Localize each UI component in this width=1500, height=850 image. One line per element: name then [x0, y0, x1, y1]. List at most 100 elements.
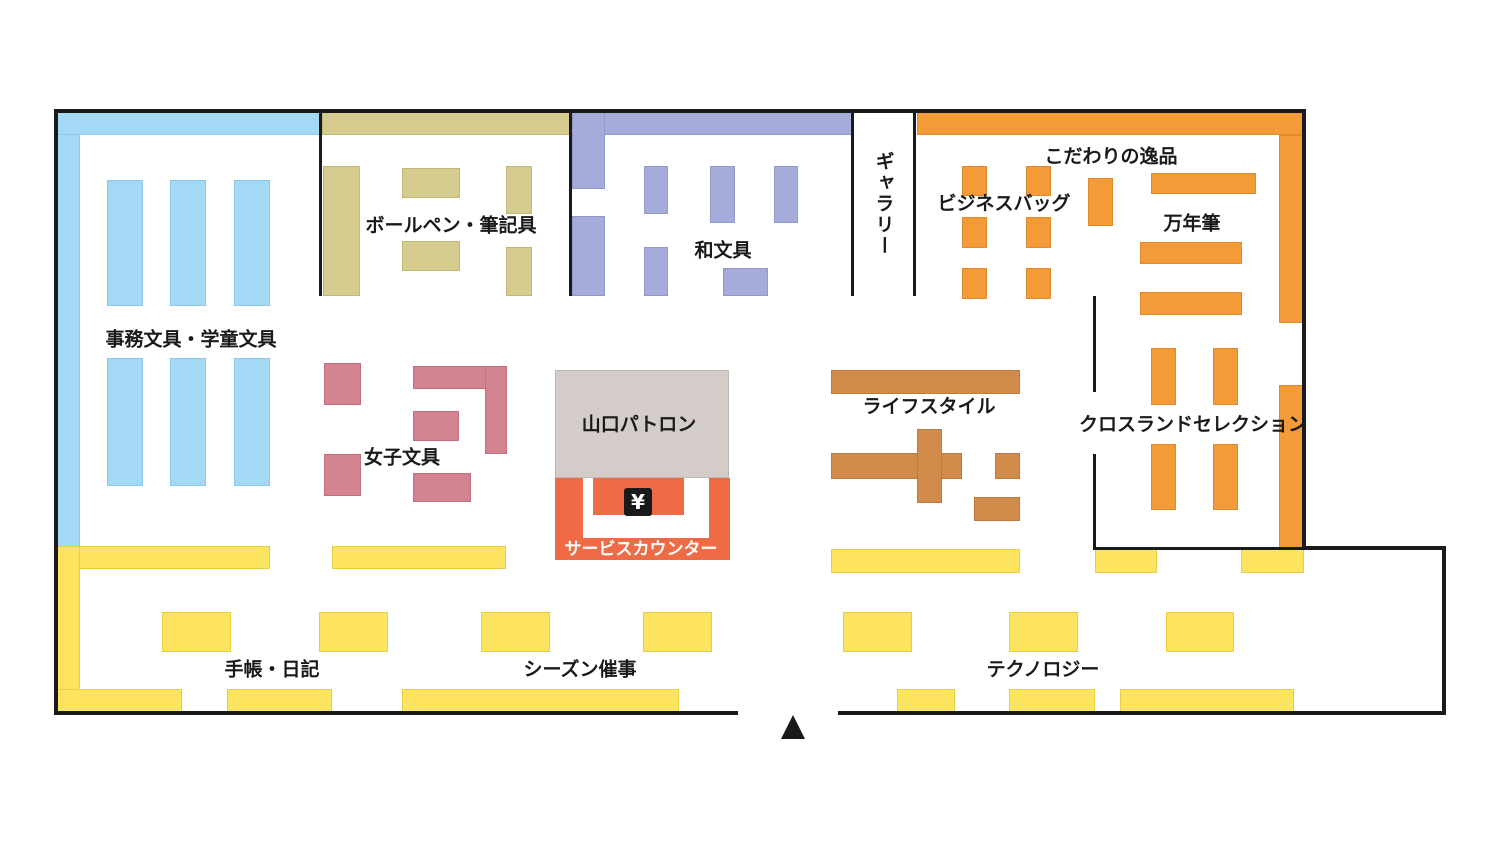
office-shelf	[234, 358, 270, 486]
bag-shelf	[962, 268, 987, 299]
yen-icon: ¥	[624, 488, 652, 516]
season-table	[643, 612, 712, 652]
outer-wall-left	[54, 109, 58, 715]
area-label-ballpoint: ボールペン・筆記具	[365, 214, 537, 237]
yellow-wall-shelf-bottom	[227, 689, 332, 712]
partition	[1093, 296, 1096, 392]
japanese-shelf	[644, 247, 668, 296]
girls-shelf	[324, 363, 361, 405]
area-label-planner: 手帳・日記	[224, 658, 320, 681]
outer-wall-right-upper	[1302, 109, 1306, 550]
japanese-wall-shelf-top	[572, 112, 852, 135]
area-label-technology: テクノロジー	[986, 658, 1100, 681]
office-shelf	[170, 358, 206, 486]
yellow-wall-shelf-left	[57, 546, 80, 712]
office-shelf	[170, 180, 206, 306]
yellow-shelf	[332, 546, 506, 569]
lifestyle-shelf	[917, 429, 942, 503]
service-counter-front	[555, 538, 730, 560]
area-label-service-counter: サービスカウンター	[564, 539, 718, 560]
season-table	[481, 612, 550, 652]
partition	[319, 113, 322, 296]
area-label-crossland: クロスランドセレクション	[1078, 413, 1308, 436]
premium-shelf	[1088, 178, 1113, 226]
area-label-lifestyle: ライフスタイル	[862, 395, 996, 418]
bag-shelf	[1026, 217, 1051, 248]
entrance-arrow-icon	[781, 715, 805, 739]
yellow-wall-shelf-bottom	[1120, 689, 1294, 712]
area-label-business-bag: ビジネスバッグ	[937, 192, 1071, 215]
area-label-girls: 女子文具	[363, 446, 441, 469]
partition	[1093, 454, 1096, 550]
area-label-japanese: 和文具	[694, 239, 752, 262]
office-wall-shelf-left	[57, 112, 80, 547]
lifestyle-shelf	[995, 453, 1020, 479]
office-shelf	[107, 358, 143, 486]
partition	[851, 113, 854, 296]
pen-wall-shelf-top	[322, 112, 570, 135]
girls-shelf	[413, 411, 459, 441]
bag-shelf	[1026, 268, 1051, 299]
office-wall-shelf-top	[57, 112, 320, 135]
girls-shelf	[324, 454, 361, 496]
partition	[1093, 547, 1303, 550]
yellow-shelf	[1241, 549, 1304, 573]
yellow-shelf	[1095, 549, 1157, 573]
pen-shelf	[506, 166, 532, 214]
tech-table	[1166, 612, 1234, 652]
office-shelf	[234, 180, 270, 306]
outer-wall-bottom-right	[838, 711, 1446, 715]
yellow-shelf	[57, 546, 270, 569]
crossland-shelf	[1213, 444, 1238, 510]
yellow-wall-shelf-bottom	[897, 689, 955, 712]
premium-wall-shelf-right	[1279, 385, 1303, 550]
girls-shelf	[485, 366, 507, 454]
japanese-shelf	[710, 166, 735, 223]
lifestyle-shelf	[831, 453, 962, 479]
area-label-patron: 山口パトロン	[581, 413, 697, 436]
outer-wall-bottom-left	[54, 711, 738, 715]
premium-wall-shelf-right	[1279, 135, 1303, 323]
pen-shelf	[402, 168, 460, 198]
area-label-office-school: 事務文具・学童文具	[105, 328, 277, 351]
pen-counter	[1140, 292, 1242, 315]
outer-wall-right-lower	[1442, 546, 1446, 715]
crossland-shelf	[1151, 444, 1176, 510]
tech-table	[1009, 612, 1078, 652]
yellow-wall-shelf-bottom	[57, 689, 182, 712]
japanese-wall-shelf-left	[572, 216, 605, 296]
japanese-shelf	[774, 166, 798, 223]
area-label-premium: こだわりの逸品	[1044, 145, 1178, 168]
area-label-gallery: ギャラリー	[872, 151, 895, 257]
office-shelf	[107, 180, 143, 306]
pen-shelf	[506, 247, 532, 296]
lifestyle-shelf	[831, 370, 1020, 394]
planner-table	[162, 612, 231, 652]
bag-shelf	[1026, 166, 1051, 196]
premium-shelf	[1151, 173, 1256, 194]
japanese-shelf	[644, 166, 668, 214]
crossland-shelf	[1151, 348, 1176, 405]
planner-table	[319, 612, 388, 652]
partition	[569, 113, 572, 296]
pen-shelf	[323, 166, 360, 296]
yellow-shelf	[831, 549, 1020, 573]
outer-wall-step	[1302, 546, 1446, 550]
japanese-wall-shelf-left	[572, 112, 605, 189]
pen-counter	[1140, 242, 1242, 264]
lifestyle-shelf	[974, 497, 1020, 521]
patron-booth	[555, 370, 729, 478]
area-label-fountain-pen: 万年筆	[1163, 212, 1221, 235]
tech-table	[843, 612, 912, 652]
crossland-shelf	[1213, 348, 1238, 405]
area-label-season: シーズン催事	[523, 658, 637, 681]
girls-shelf	[413, 473, 471, 502]
pen-shelf	[402, 241, 460, 271]
yellow-wall-shelf-bottom	[1009, 689, 1095, 712]
premium-wall-shelf-top	[917, 112, 1303, 135]
outer-wall-top	[54, 109, 1305, 113]
partition	[913, 113, 916, 296]
yellow-wall-shelf-bottom	[402, 689, 679, 712]
bag-shelf	[962, 166, 987, 196]
japanese-shelf	[723, 268, 768, 296]
